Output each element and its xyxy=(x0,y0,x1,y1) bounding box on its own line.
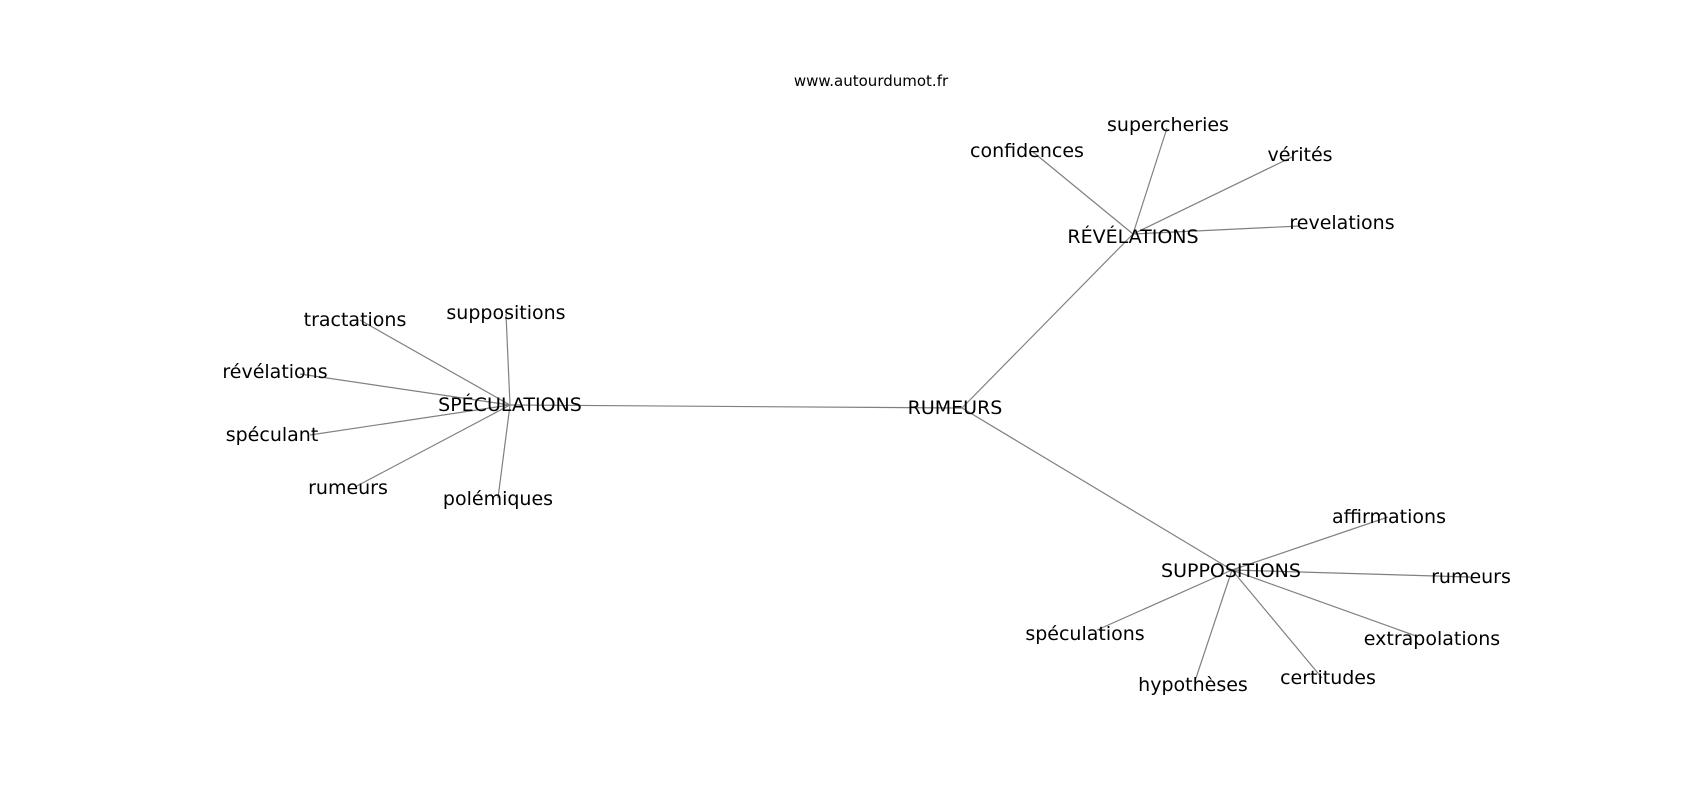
graph-edges xyxy=(299,127,1471,682)
edge-branch-to-leaf xyxy=(497,404,511,499)
leaf-node-label: révélations xyxy=(222,361,327,383)
edge-branch-to-leaf xyxy=(1132,156,1293,235)
edge-branch-to-leaf xyxy=(1096,569,1233,631)
leaf-node-label: confidences xyxy=(970,140,1084,162)
edge-root-to-branch xyxy=(961,233,1134,409)
leaf-node-label: supercheries xyxy=(1107,114,1229,136)
edge-branch-to-leaf xyxy=(309,404,511,436)
edge-branch-to-leaf xyxy=(1132,127,1168,235)
edge-branch-to-leaf xyxy=(505,313,511,406)
branch-node-label: RÉVÉLATIONS xyxy=(1067,225,1198,248)
edge-branch-to-leaf xyxy=(1032,151,1134,235)
edge-root-to-branch xyxy=(509,404,963,409)
graph-labels: RUMEURS RÉVÉLATIONS confidences supercherie… xyxy=(222,114,1511,696)
branch-node-label: SUPPOSITIONS xyxy=(1161,560,1301,582)
edge-branch-to-leaf xyxy=(354,404,511,488)
branch-node-label: SPÉCULATIONS xyxy=(438,393,582,416)
edge-branch-to-leaf xyxy=(1231,569,1471,578)
leaf-node-label: suppositions xyxy=(446,302,565,324)
edge-branch-to-leaf xyxy=(1132,225,1301,235)
edge-branch-to-leaf xyxy=(359,319,511,406)
leaf-node-label: hypothèses xyxy=(1138,674,1248,696)
leaf-node-label: spéculant xyxy=(226,424,319,446)
source-watermark: www.autourdumot.fr xyxy=(793,72,949,90)
edge-branch-to-leaf xyxy=(1231,569,1323,679)
edge-branch-to-leaf xyxy=(299,373,511,406)
edge-branch-to-leaf xyxy=(1194,569,1233,682)
leaf-node-label: rumeurs xyxy=(1431,566,1511,588)
leaf-node-label: rumeurs xyxy=(308,477,388,499)
leaf-node-label: spéculations xyxy=(1025,623,1144,645)
leaf-node-label: affirmations xyxy=(1332,506,1446,528)
leaf-node-label: vérités xyxy=(1267,144,1332,166)
edge-branch-to-leaf xyxy=(1231,516,1389,571)
leaf-node-label: certitudes xyxy=(1280,667,1376,689)
leaf-node-label: extrapolations xyxy=(1364,628,1500,650)
leaf-node-label: revelations xyxy=(1289,212,1394,234)
root-node-label: RUMEURS xyxy=(908,397,1003,419)
leaf-node-label: tractations xyxy=(304,309,407,331)
leaf-node-label: polémiques xyxy=(443,488,553,510)
edge-branch-to-leaf xyxy=(1231,569,1417,637)
edge-root-to-branch xyxy=(961,407,1233,571)
